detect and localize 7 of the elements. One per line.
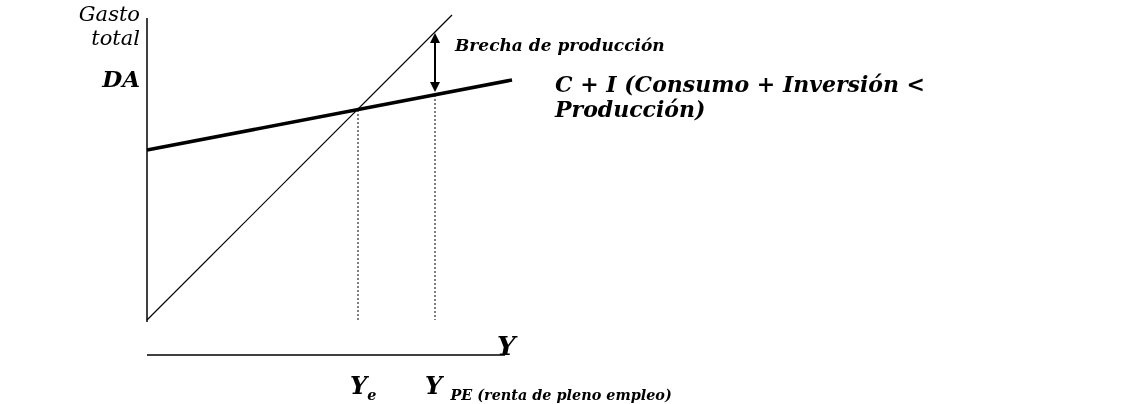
curve-label: DA: [100, 66, 140, 93]
axis-title: Y: [497, 332, 519, 362]
axis-title: Gasto total: [77, 2, 140, 51]
curve-label: C + I (Consumo + Inversión < Producción): [555, 72, 927, 123]
gap-label: Brecha de producción: [455, 36, 666, 56]
tick-label: Y$_{e}$: [350, 372, 378, 404]
tick-label: Y $_{PE (renta de pleno empleo)}$: [425, 372, 673, 404]
